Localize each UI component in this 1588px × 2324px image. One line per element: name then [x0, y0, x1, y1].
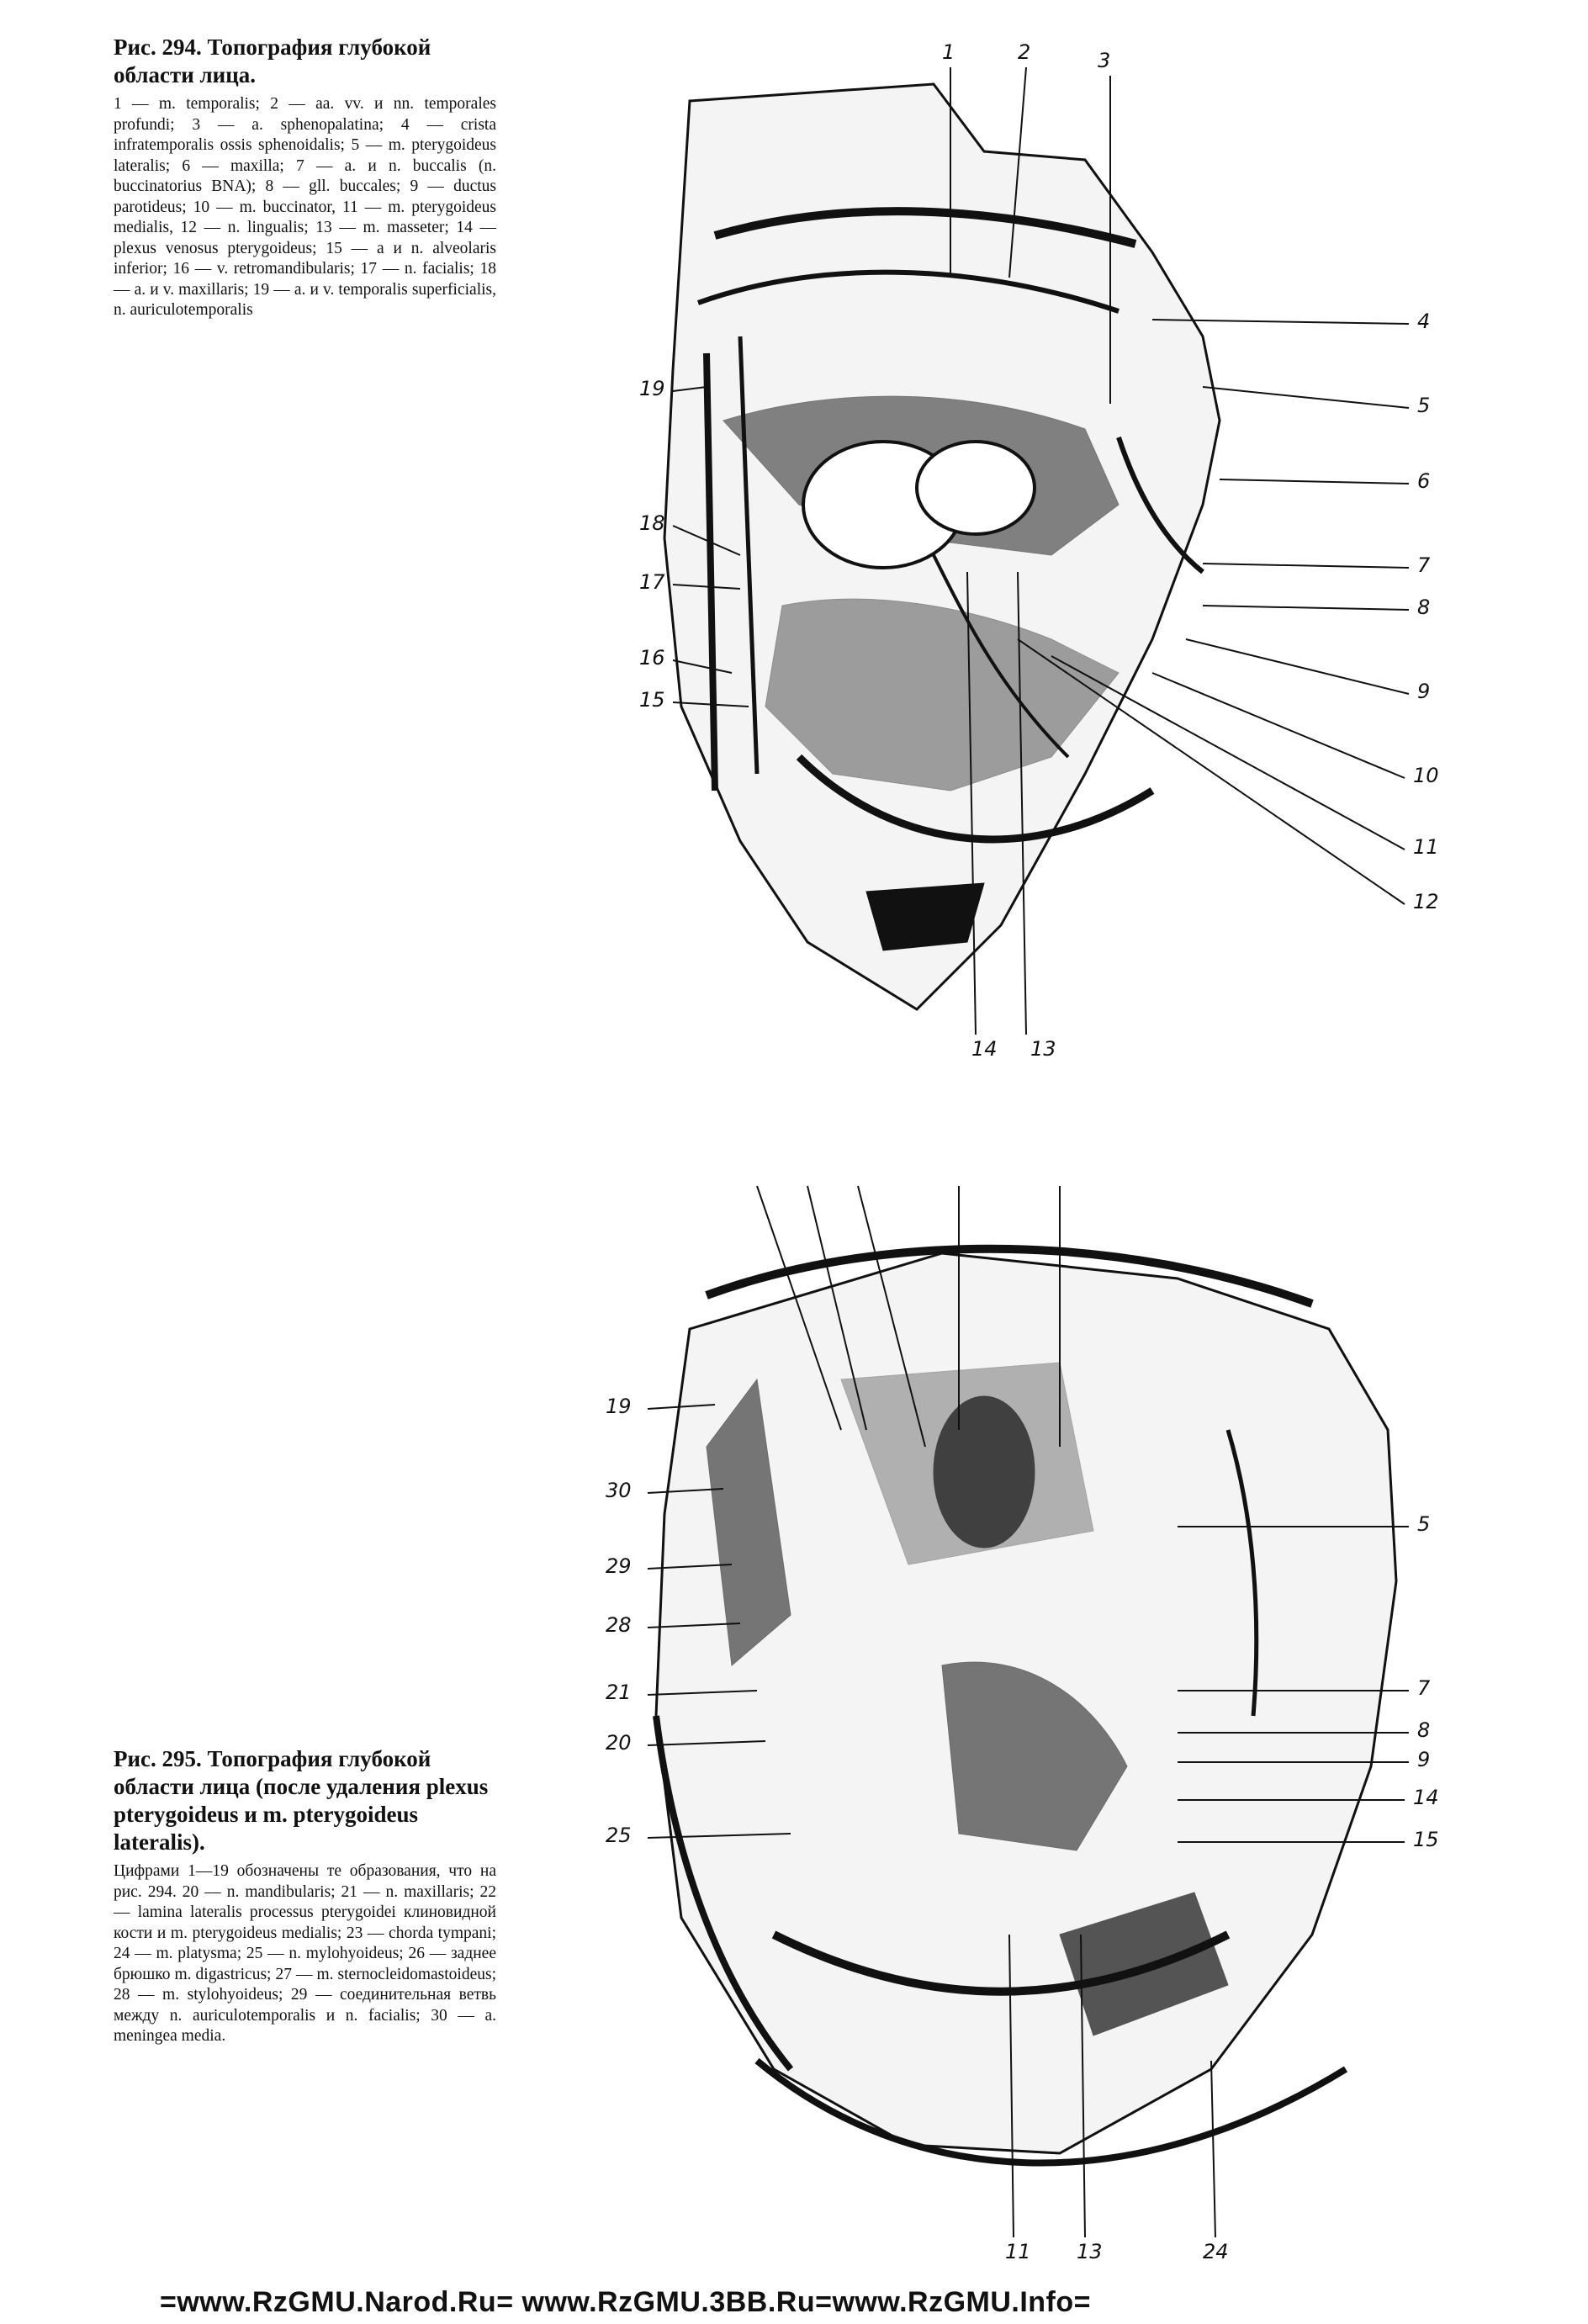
label-17: 17: [639, 570, 665, 594]
label-19-left: 19: [606, 1395, 632, 1418]
figure-295-legend: Цифрами 1—19 обозначены те образования, …: [114, 1862, 496, 2045]
label-10: 10: [1413, 764, 1439, 787]
figure-295-illustration: 19 30 29 28 21 20 25 5 7 8 9 14 15 11 13…: [606, 1185, 1439, 2263]
figure-294-legend: 1 — m. temporalis; 2 — aa. vv. и nn. tem…: [114, 95, 496, 319]
label-14: 14: [971, 1037, 998, 1061]
label-18: 18: [639, 511, 665, 535]
label-11: 11: [1413, 835, 1439, 859]
label-20-left: 20: [606, 1731, 632, 1755]
figure-295-pointers: [647, 1185, 1409, 2238]
label-7: 7: [1417, 553, 1431, 577]
label-4: 4: [1417, 310, 1430, 333]
label-7-right: 7: [1417, 1676, 1431, 1700]
label-2: 2: [1018, 40, 1030, 64]
figure-294-labels: 1 2 3 4 5 6 7 8 9 10 11 12 13 14 15 16 1…: [639, 40, 1439, 1061]
label-5-right: 5: [1417, 1512, 1430, 1536]
figure-295-labels: 19 30 29 28 21 20 25 5 7 8 9 14 15 11 13…: [606, 1395, 1439, 2263]
label-14-right: 14: [1413, 1786, 1439, 1809]
figure-294-title: Рис. 294. Топография глубокой области ли…: [114, 34, 431, 87]
label-16: 16: [639, 646, 665, 670]
label-13: 13: [1030, 1037, 1056, 1061]
label-15-right: 15: [1413, 1828, 1439, 1851]
label-11-bottom: 11: [1005, 2240, 1031, 2263]
label-15: 15: [639, 688, 665, 712]
label-1: 1: [942, 40, 955, 64]
anatomical-drawing: [653, 1244, 1398, 2167]
label-8-right: 8: [1417, 1718, 1430, 1742]
label-6: 6: [1417, 469, 1430, 493]
label-21-left: 21: [606, 1681, 632, 1704]
figure-294-illustration: 1 2 3 4 5 6 7 8 9 10 11 12 13 14 15 16 1…: [639, 40, 1439, 1061]
label-25-left: 25: [606, 1824, 632, 1847]
label-8: 8: [1417, 596, 1430, 619]
figure-295-title: Рис. 295. Топография глубокой области ли…: [114, 1746, 489, 1855]
label-5: 5: [1417, 394, 1430, 417]
anatomical-drawing: [663, 82, 1221, 1011]
label-9: 9: [1417, 680, 1430, 703]
label-29-left: 29: [606, 1554, 632, 1578]
figure-294-pointers: [672, 66, 1410, 1035]
figure-294-caption: Рис. 294. Топография глубокой области ли…: [114, 34, 496, 321]
label-19: 19: [639, 377, 665, 400]
label-3: 3: [1098, 49, 1110, 72]
label-9-right: 9: [1417, 1748, 1430, 1771]
figure-295-caption: Рис. 295. Топография глубокой области ли…: [114, 1745, 496, 2047]
label-28-left: 28: [606, 1613, 632, 1637]
label-30-left: 30: [606, 1479, 632, 1502]
label-12: 12: [1413, 890, 1439, 913]
label-13-bottom: 13: [1077, 2240, 1103, 2263]
footer-watermark-text: =www.RzGMU.Narod.Ru= www.RzGMU.3BB.Ru=ww…: [160, 2286, 1091, 2318]
label-24-bottom: 24: [1203, 2240, 1229, 2263]
